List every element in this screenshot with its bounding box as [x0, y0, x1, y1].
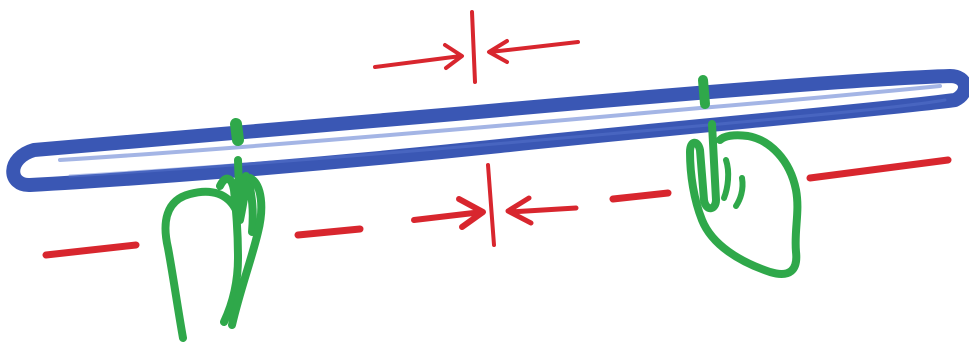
right-hand-finger-top: [703, 80, 705, 104]
left-hand-finger-top: [236, 124, 238, 140]
dash-1: [46, 245, 136, 255]
bottom-arrows: [414, 165, 576, 245]
right-hand-finger-detail: [724, 160, 743, 206]
dash-2: [298, 229, 360, 235]
bottom-left-arrow: [414, 199, 483, 227]
top-arrows: [375, 12, 578, 82]
bottom-tick: [488, 165, 494, 245]
right-hand-outline: [690, 124, 797, 274]
bottom-right-arrow: [508, 198, 576, 223]
top-right-arrow: [489, 41, 578, 62]
dash-3: [613, 193, 668, 199]
dash-4: [810, 160, 948, 178]
left-hand: [166, 124, 262, 338]
left-hand-outline: [166, 160, 253, 338]
top-left-arrow: [375, 45, 462, 68]
top-tick: [472, 12, 475, 82]
